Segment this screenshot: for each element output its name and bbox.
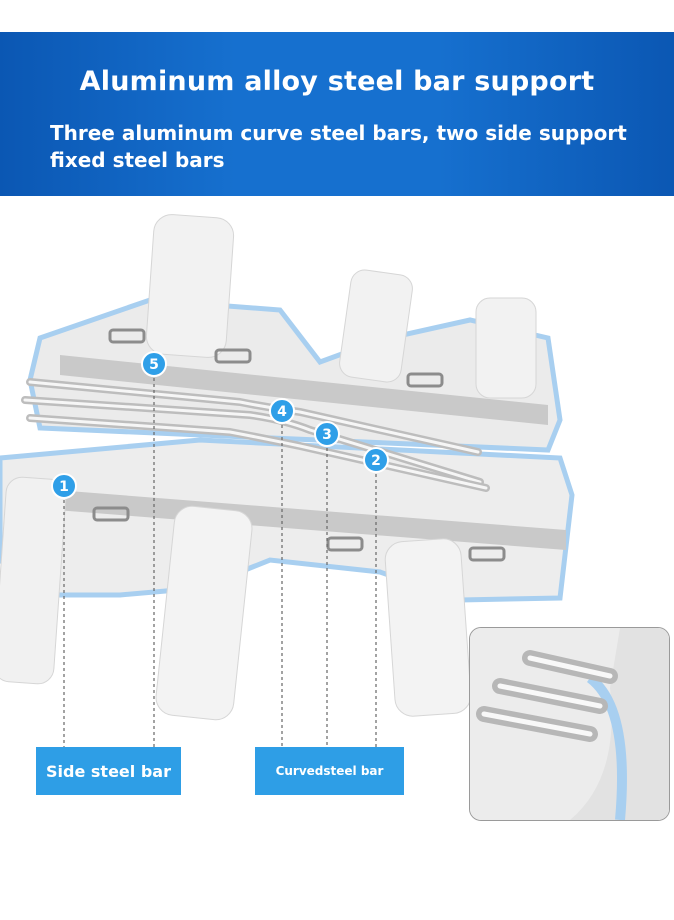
marker-number: 3 [322,427,332,443]
marker-4 [269,398,295,424]
side-steel-bar-label: Side steel bar [36,747,181,795]
strap [155,505,253,721]
brace-photo: 1 2 3 4 5 [0,214,575,752]
marker-1 [51,473,77,499]
banner-subtitle: Three aluminum curve steel bars, two sid… [50,121,627,172]
strap [339,269,413,383]
marker-number: 1 [59,479,69,495]
strap [145,214,235,358]
marker-5 [141,351,167,377]
curved-steel-bar-label: Curvedsteel bar [255,747,404,795]
marker-2 [363,447,389,473]
steel-bar-closeup [469,627,670,821]
banner-title: Aluminum alloy steel bar support [79,66,595,97]
strap [0,476,67,685]
marker-number: 4 [277,404,287,420]
marker-number: 2 [371,453,381,469]
strap [475,297,537,399]
marker-number: 5 [149,357,159,373]
marker-3 [314,421,340,447]
header-banner: Aluminum alloy steel bar support Three a… [0,32,674,196]
strap [384,538,472,717]
